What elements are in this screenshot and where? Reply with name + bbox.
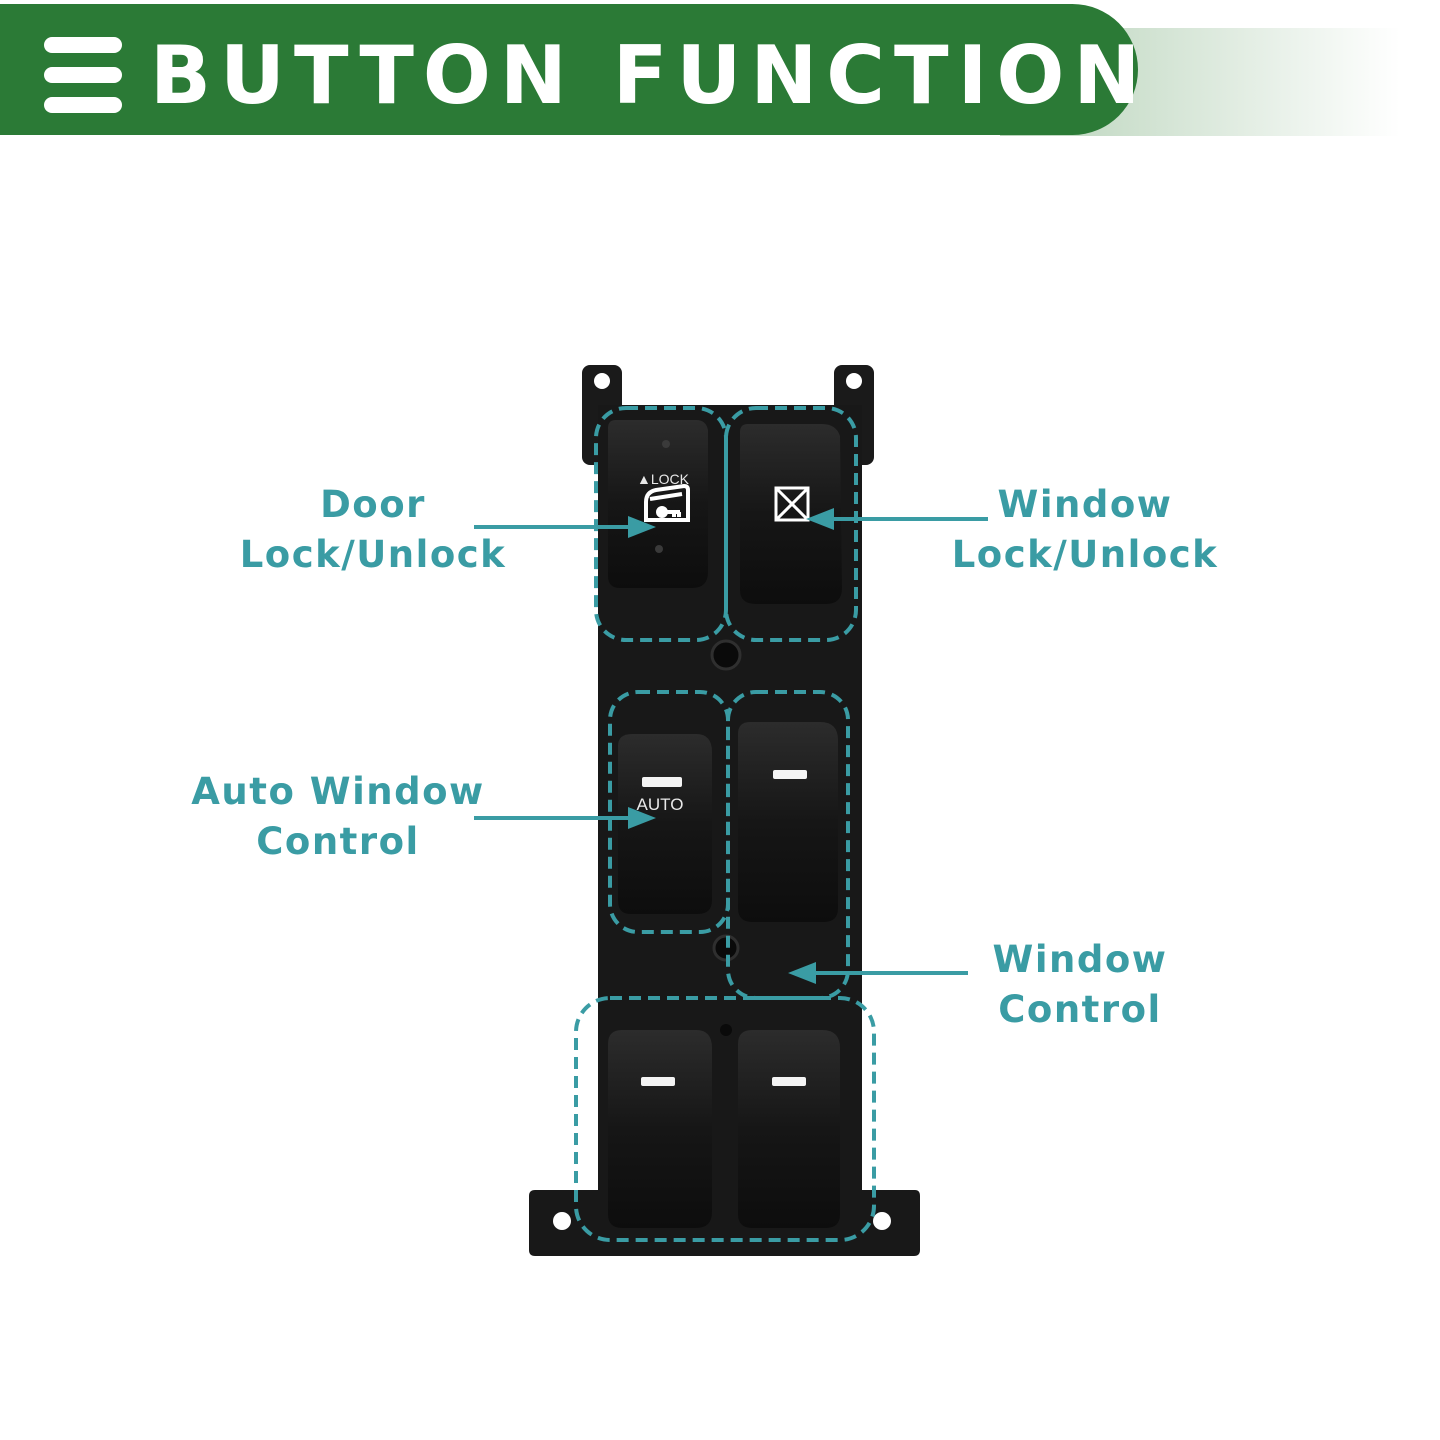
callout-door-lock-line2: Lock/Unlock <box>239 533 507 576</box>
screw-hole <box>710 639 742 671</box>
lock-label: ▲LOCK <box>637 471 690 487</box>
screw-hole <box>720 1024 732 1036</box>
arrow-window-control <box>788 962 968 984</box>
highlight-window-control <box>726 690 850 1000</box>
highlight-door-lock <box>594 406 728 642</box>
rear-window-switch-right[interactable] <box>738 1030 840 1228</box>
arrow-auto-window <box>474 807 656 829</box>
mounting-hole-bottom-right <box>873 1212 891 1230</box>
callout-window-control: Window Control <box>960 935 1200 1035</box>
menu-icon[interactable] <box>44 37 122 113</box>
callout-auto-window-line1: Auto Window <box>191 770 485 813</box>
door-lock-switch[interactable]: ▲LOCK <box>608 420 708 588</box>
callout-door-lock: Door Lock/Unlock <box>228 480 518 580</box>
arrow-window-lock <box>806 508 988 530</box>
door-key-icon <box>644 483 690 522</box>
auto-label: AUTO <box>637 795 684 814</box>
indicator-light <box>773 770 807 779</box>
highlight-rear-windows <box>574 996 876 1242</box>
window-control-switch[interactable] <box>738 722 838 922</box>
highlight-window-lock <box>724 406 858 642</box>
rear-window-switch-left[interactable] <box>608 1030 712 1228</box>
window-lock-switch[interactable] <box>740 424 842 604</box>
arrow-door-lock <box>474 516 656 538</box>
window-lock-icon <box>774 486 810 522</box>
page-title: BUTTON FUNCTION <box>150 29 1150 122</box>
callout-window-control-line2: Control <box>998 988 1162 1031</box>
callout-window-lock-line2: Lock/Unlock <box>951 533 1219 576</box>
indicator-light <box>642 777 682 787</box>
indicator-light <box>772 1077 806 1086</box>
indicator-light <box>641 1077 675 1086</box>
callout-window-control-line1: Window <box>992 938 1168 981</box>
mounting-hole-bottom-left <box>553 1212 571 1230</box>
callout-window-lock: Window Lock/Unlock <box>940 480 1230 580</box>
banner-bar: BUTTON FUNCTION <box>0 4 1140 135</box>
header-banner: BUTTON FUNCTION <box>0 0 1440 140</box>
callout-auto-window-line2: Control <box>256 820 420 863</box>
auto-window-switch[interactable]: AUTO <box>618 734 712 914</box>
callout-window-lock-line1: Window <box>997 483 1173 526</box>
callout-door-lock-line1: Door <box>320 483 426 526</box>
callout-auto-window: Auto Window Control <box>188 767 488 867</box>
